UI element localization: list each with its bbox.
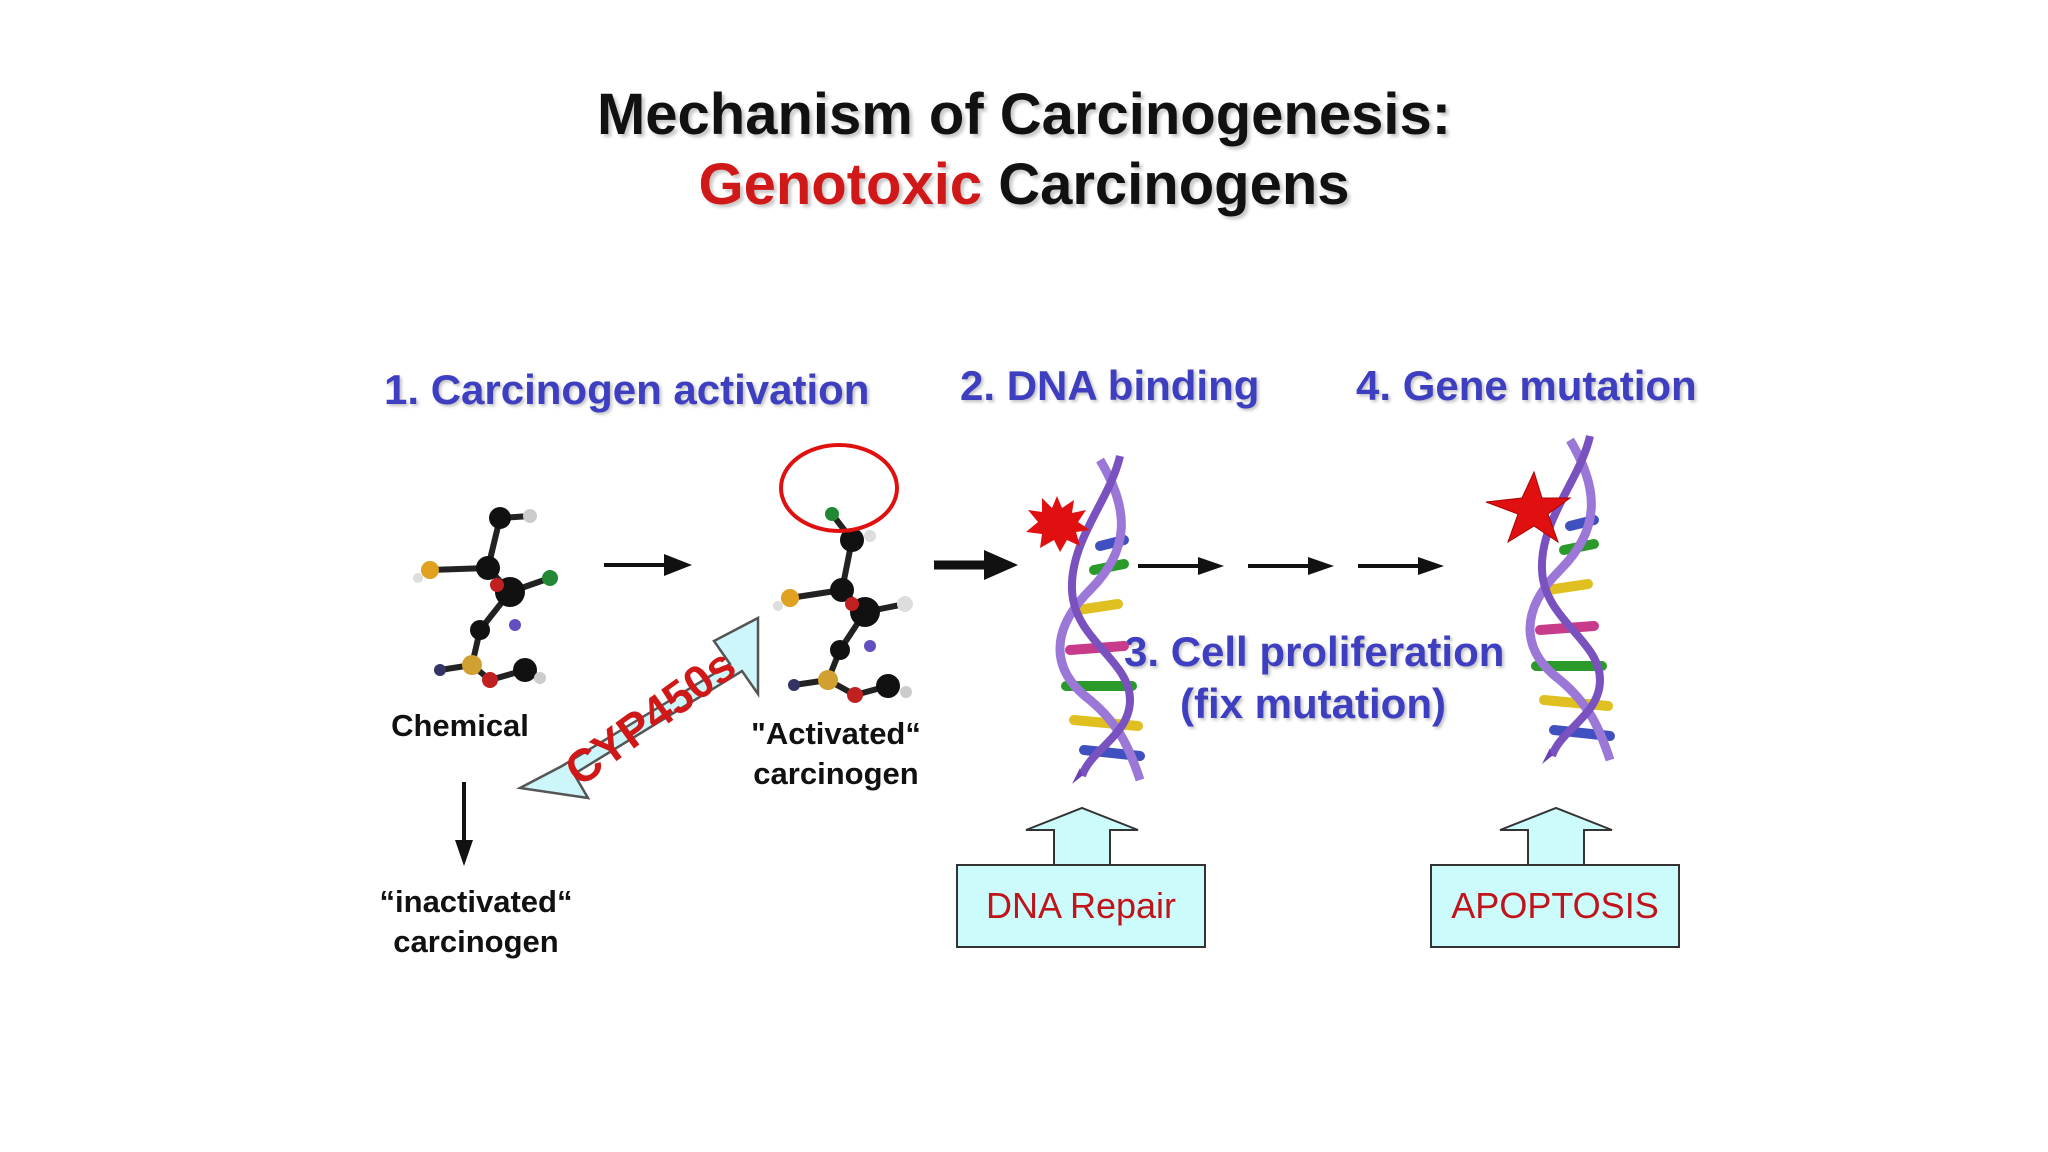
activated-molecule-icon: [773, 507, 913, 703]
dna-repair-box: DNA Repair: [956, 864, 1206, 948]
activated-label-line2: carcinogen: [753, 756, 919, 791]
apoptosis-up-arrow-icon: [1499, 806, 1613, 868]
step-1-heading: 1. Carcinogen activation: [384, 366, 870, 413]
reactive-site-circle-icon: [779, 443, 899, 533]
step-4-heading: 4. Gene mutation: [1356, 362, 1697, 409]
arrow-inactivation: [455, 782, 473, 866]
inactivated-label-line1: “inactivated“: [379, 884, 573, 919]
activated-label-line1: "Activated“: [751, 716, 921, 751]
arrow-proliferation-3: [1358, 557, 1444, 575]
cyp450-double-arrow-icon: [516, 615, 760, 800]
chemical-molecule-icon: [413, 507, 558, 688]
starburst-icon: [1026, 496, 1090, 552]
chemical-label: Chemical: [391, 708, 529, 743]
step-2-heading: 2. DNA binding: [960, 362, 1260, 409]
apoptosis-label: APOPTOSIS: [1451, 885, 1659, 926]
star-icon: [1485, 470, 1572, 544]
dna-repair-label: DNA Repair: [985, 885, 1177, 926]
dna-helix-icon: [1055, 455, 1145, 784]
arrow-proliferation-2: [1248, 557, 1334, 575]
arrow-dna-binding: [934, 550, 1018, 580]
step-3-heading: 3. Cell proliferation: [1124, 628, 1505, 675]
dna-repair-up-arrow-icon: [1025, 806, 1139, 868]
title-rest: Carcinogens: [982, 152, 1350, 217]
title-line2: Genotoxic Carcinogens: [0, 150, 2048, 220]
inactivated-label-line2: carcinogen: [393, 924, 559, 959]
title-highlight: Genotoxic: [698, 152, 983, 217]
title-line1: Mechanism of Carcinogenesis:: [596, 82, 1452, 147]
arrow-activation: [604, 554, 692, 576]
step-3-subheading: (fix mutation): [1180, 680, 1446, 727]
apoptosis-box: APOPTOSIS: [1430, 864, 1680, 948]
mutated-dna-helix-icon: [1525, 435, 1615, 764]
arrow-proliferation-1: [1138, 557, 1224, 575]
